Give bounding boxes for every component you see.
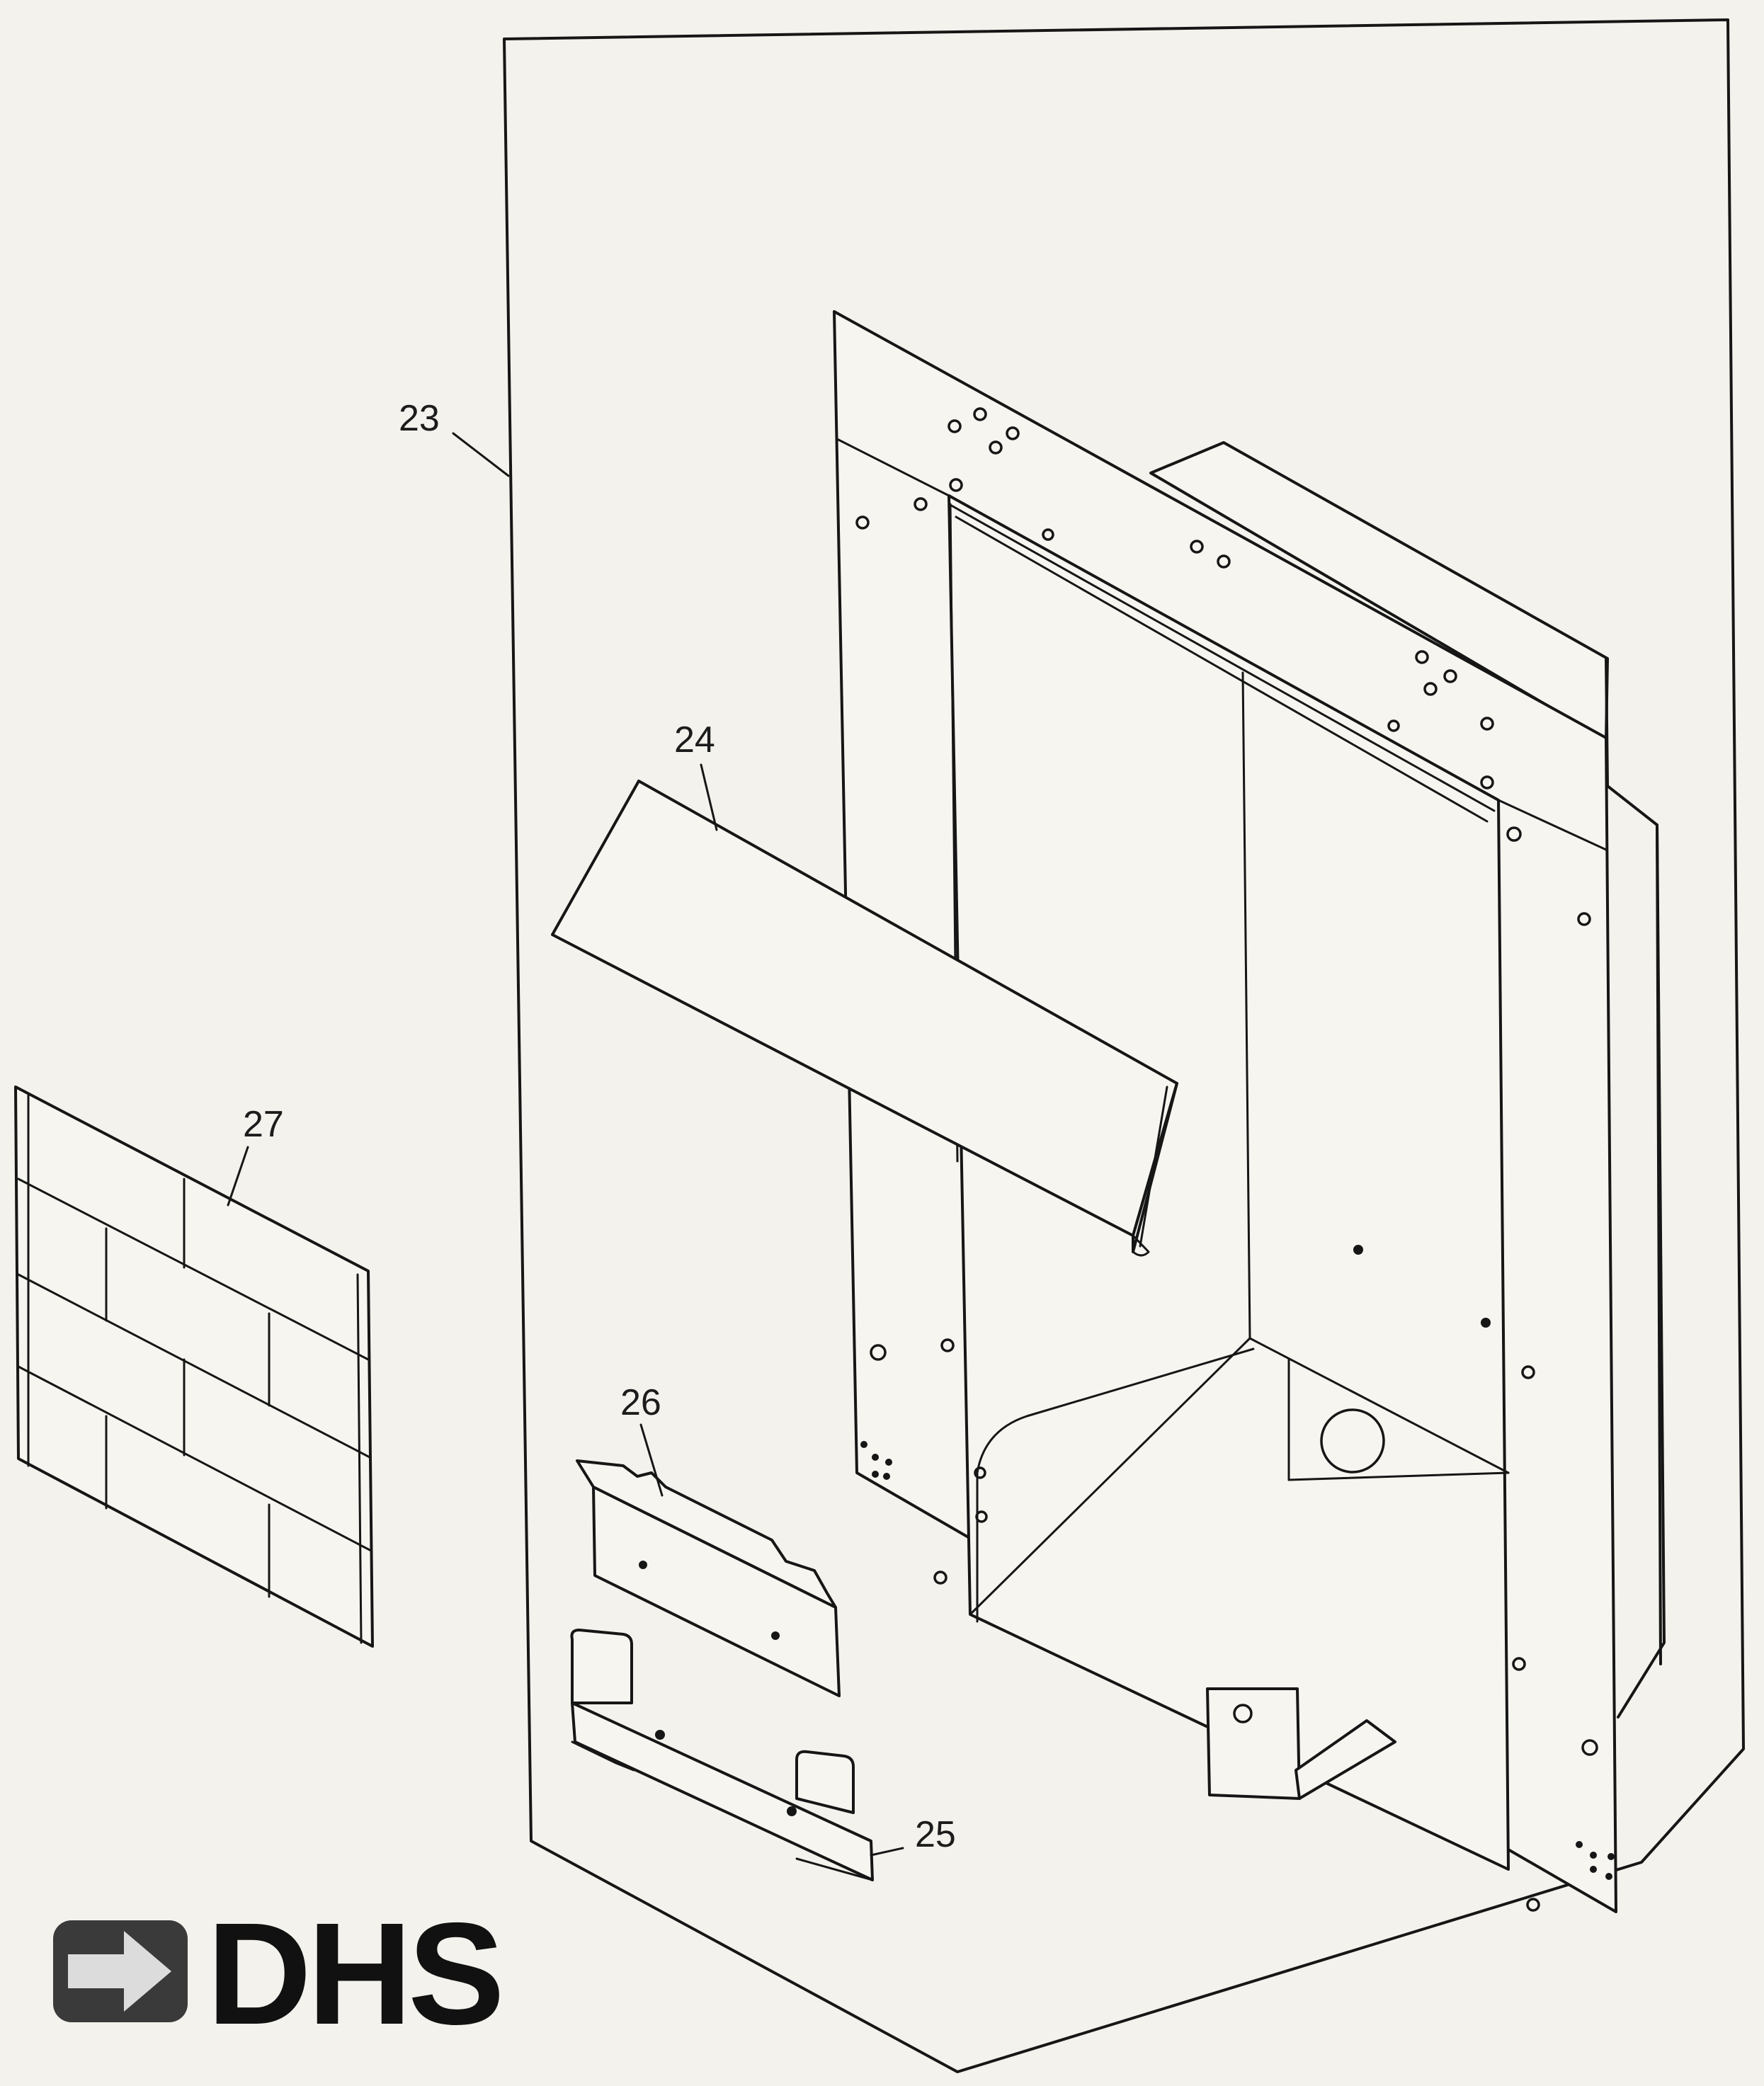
callout-24: 24 (674, 719, 715, 760)
callout-25: 25 (915, 1814, 956, 1855)
support-bracket-part-25 (570, 1629, 874, 1881)
callout-27: 27 (243, 1104, 284, 1145)
logo-text: DHS (207, 1893, 501, 2055)
firebox-assembly (833, 310, 1666, 1913)
wall-panel-part-23 (503, 18, 1745, 2073)
frame-screw-holes (855, 407, 1615, 1912)
arrow-right-icon (68, 1931, 171, 2012)
brick-panel-part-27 (14, 1085, 374, 1648)
deflector-part-24 (551, 780, 1178, 1257)
brick-mortar-lines (17, 1178, 372, 1598)
callout-26: 26 (620, 1382, 661, 1423)
callout-23: 23 (399, 398, 440, 439)
callout-leaders (227, 432, 904, 1857)
bracket-part-26 (576, 1459, 841, 1697)
dhs-logo: DHS (53, 1893, 505, 2055)
